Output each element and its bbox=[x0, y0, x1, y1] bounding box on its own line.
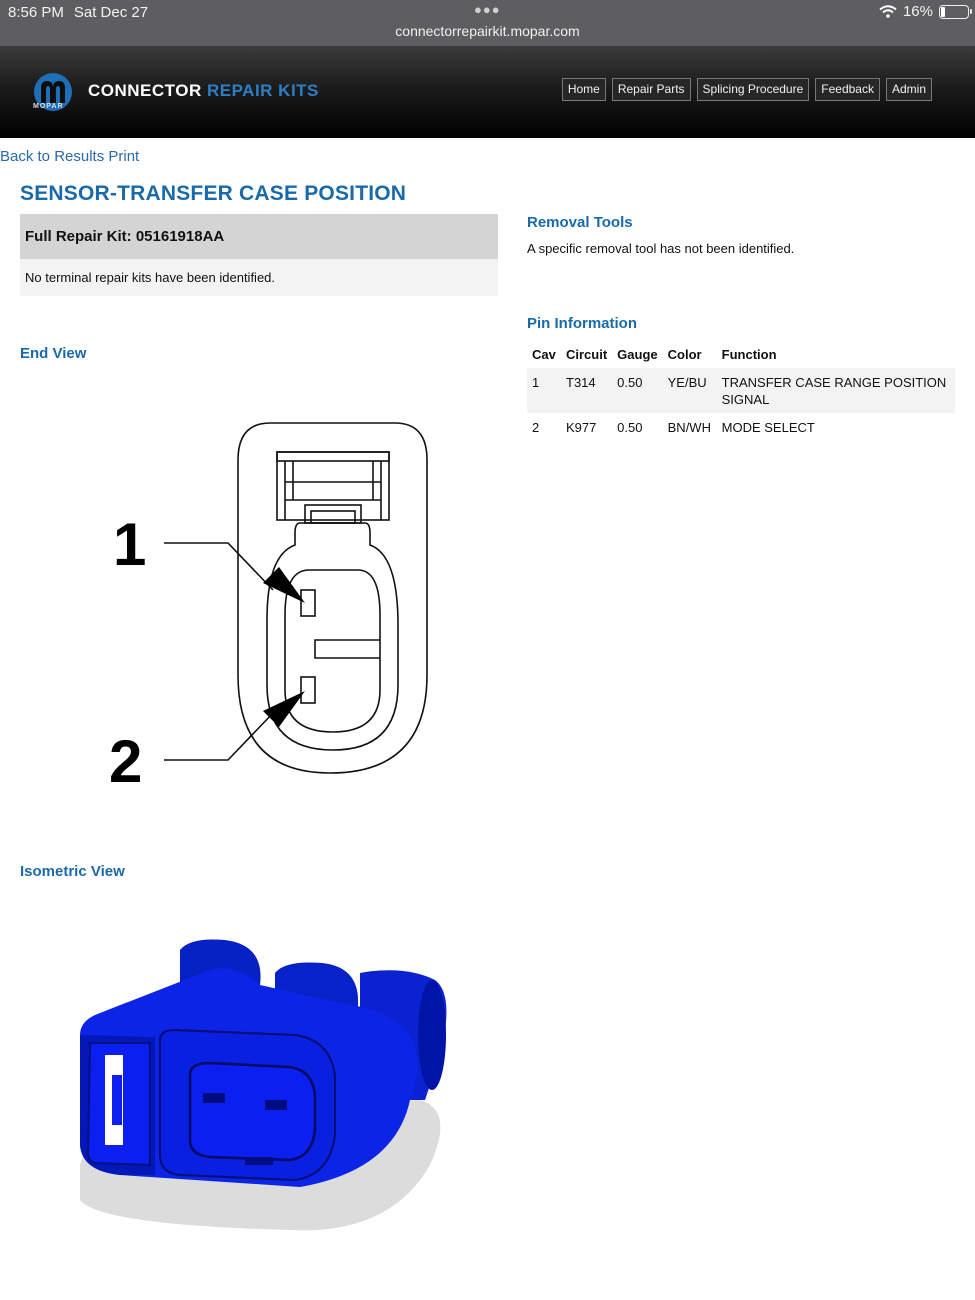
pin-label-2: 2 bbox=[109, 728, 142, 795]
col-circuit: Circuit bbox=[566, 347, 608, 362]
back-to-results-link[interactable]: Back to Results Print bbox=[0, 148, 140, 165]
pin-label-1: 1 bbox=[113, 511, 146, 578]
arrow-1-icon bbox=[263, 567, 305, 603]
cell-cav: 1 bbox=[527, 368, 561, 413]
wifi-icon bbox=[879, 5, 897, 18]
cavity-slot-2 bbox=[265, 1100, 287, 1110]
cell-function: MODE SELECT bbox=[721, 420, 815, 435]
col-cav: Cav bbox=[532, 347, 556, 362]
mopar-logo-icon[interactable] bbox=[32, 71, 74, 113]
end-view-diagram: 1 2 bbox=[109, 422, 428, 795]
cell-circuit: T314 bbox=[561, 368, 613, 413]
brand-part1: CONNECTOR bbox=[88, 81, 202, 100]
clock: 8:56 PM bbox=[8, 4, 64, 21]
table-row: 2 K977 0.50 BN/WH MODE SELECT bbox=[527, 413, 955, 441]
site-brand[interactable]: CONNECTOR REPAIR KITS bbox=[88, 81, 319, 101]
cell-circuit: K977 bbox=[566, 420, 597, 435]
nav-repair-parts[interactable]: Repair Parts bbox=[611, 78, 691, 101]
terminal-face bbox=[284, 569, 381, 733]
nav-admin[interactable]: Admin bbox=[885, 78, 932, 101]
arrow-2-icon bbox=[263, 691, 305, 727]
brand-part2: REPAIR KITS bbox=[206, 81, 319, 100]
status-time: 8:56 PM Sat Dec 27 bbox=[8, 4, 148, 21]
inner-cavity bbox=[266, 522, 399, 751]
nav-splicing-procedure[interactable]: Splicing Procedure bbox=[696, 78, 810, 101]
cavity-2 bbox=[300, 676, 316, 704]
main-nav: Home Repair Parts Splicing Procedure Fee… bbox=[561, 78, 932, 101]
isometric-view-image bbox=[80, 939, 447, 1231]
table-row: 1 T314 0.50 YE/BU TRANSFER CASE RANGE PO… bbox=[527, 368, 955, 413]
cavity-slot-1 bbox=[203, 1093, 225, 1103]
col-gauge: Gauge bbox=[617, 347, 658, 362]
leader-1 bbox=[164, 542, 274, 591]
removal-tools-heading: Removal Tools bbox=[527, 214, 633, 231]
cell-color: BN/WH bbox=[667, 420, 711, 435]
page-title: SENSOR-TRANSFER CASE POSITION bbox=[20, 182, 407, 205]
logo-wordmark: MOPAR bbox=[33, 103, 64, 110]
col-function: Function bbox=[721, 347, 777, 362]
url-bar[interactable]: connectorrepairkit.mopar.com bbox=[395, 23, 580, 39]
cavity-1 bbox=[300, 589, 316, 617]
repair-kit-box: Full Repair Kit: 05161918AA No terminal … bbox=[20, 214, 498, 296]
cell-cav: 2 bbox=[532, 420, 540, 435]
removal-tools-text: A specific removal tool has not been ide… bbox=[527, 241, 795, 256]
pin-table: Cav Circuit Gauge Color Function 1 T314 … bbox=[527, 342, 955, 441]
battery-level bbox=[941, 6, 946, 17]
cell-gauge: 0.50 bbox=[617, 420, 643, 435]
multitask-dots-icon[interactable]: ●●● bbox=[474, 2, 501, 17]
cell-color: YE/BU bbox=[662, 368, 717, 413]
date: Sat Dec 27 bbox=[73, 4, 149, 21]
nav-feedback[interactable]: Feedback bbox=[815, 78, 880, 101]
battery-percent: 16% bbox=[902, 3, 933, 20]
end-view-heading: End View bbox=[20, 345, 87, 362]
pin-information-heading: Pin Information bbox=[527, 315, 637, 332]
isometric-view-heading: Isometric View bbox=[20, 863, 125, 880]
nav-home[interactable]: Home bbox=[561, 78, 606, 101]
status-bar: 8:56 PM Sat Dec 27 ●●● 16% connectorrepai… bbox=[0, 0, 975, 46]
cell-function: TRANSFER CASE RANGE POSITION SIGNAL bbox=[716, 368, 955, 413]
connector-outline bbox=[237, 422, 428, 774]
battery-icon bbox=[939, 4, 972, 19]
col-color: Color bbox=[667, 347, 702, 362]
site-header: MOPAR CONNECTOR REPAIR KITS Home Repair … bbox=[0, 46, 975, 138]
status-right: 16% bbox=[879, 3, 972, 20]
pin-table-header: Cav Circuit Gauge Color Function bbox=[527, 342, 955, 368]
terminal-kit-note: No terminal repair kits have been identi… bbox=[20, 259, 498, 296]
full-repair-kit-label: Full Repair Kit: 05161918AA bbox=[20, 214, 498, 259]
leader-2 bbox=[164, 712, 274, 761]
cell-gauge: 0.50 bbox=[612, 368, 663, 413]
